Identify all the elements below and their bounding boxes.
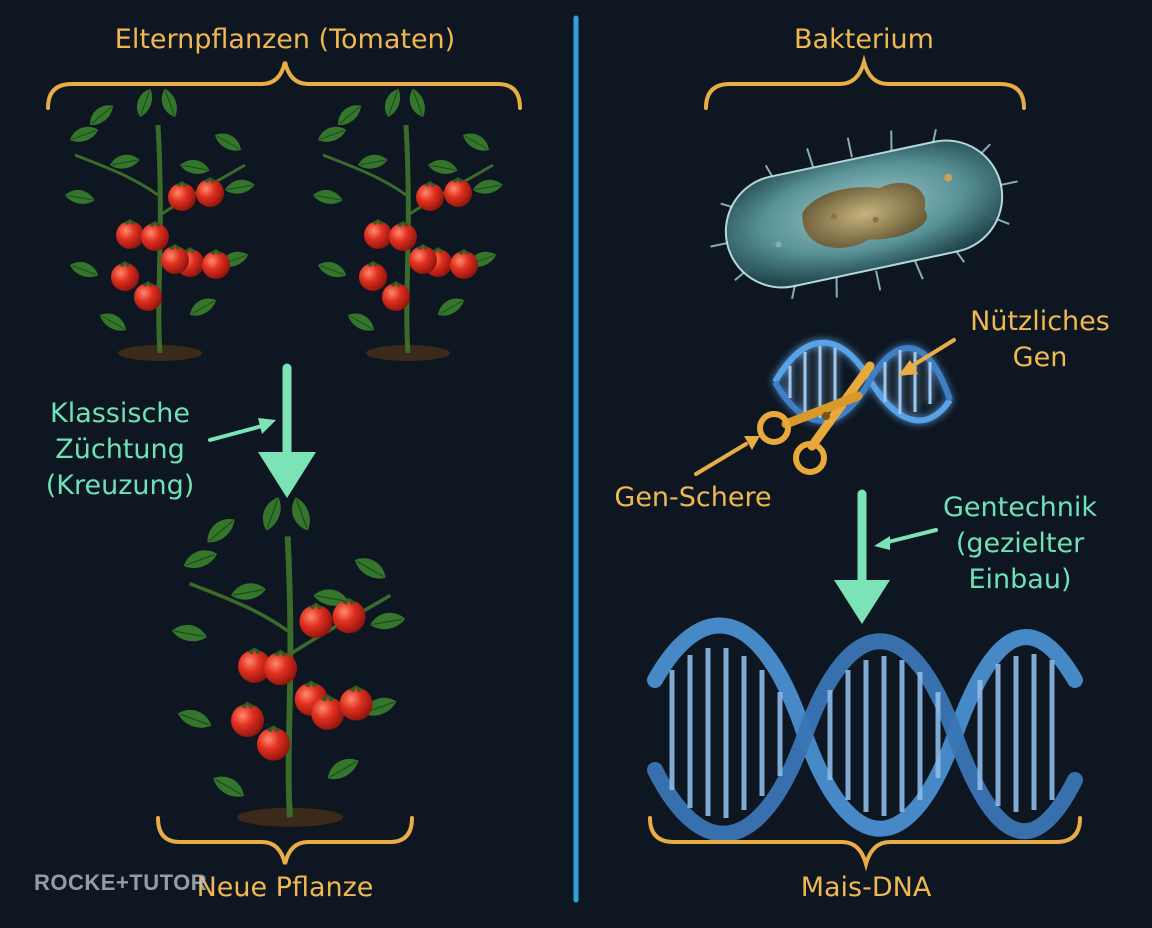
- engineering-pointer-arrow: [874, 528, 938, 550]
- offspring-label: Neue Pflanze: [196, 872, 374, 903]
- engineering-label-line: (gezielter: [955, 528, 1085, 559]
- breeding-label: Klassische Züchtung (Kreuzung): [20, 396, 220, 504]
- bacterium-brace: [704, 54, 1026, 110]
- down-arrow-icon: [834, 489, 890, 624]
- scissors-label: Gen-Schere: [614, 482, 772, 513]
- engineering-label-line: Gentechnik: [942, 492, 1098, 523]
- tomato-plant-icon: [170, 493, 407, 827]
- gene-pointer-arrow: [898, 338, 956, 376]
- scissors-pointer-arrow: [694, 436, 760, 476]
- dna-strand-icon: [647, 617, 1083, 842]
- target-label: Mais-DNA: [800, 872, 932, 903]
- gene-label: Nützliches Gen: [950, 304, 1130, 376]
- engineering-label: Gentechnik (gezielter Einbau): [920, 490, 1120, 598]
- watermark: ROCKE+TUTOR: [34, 870, 208, 895]
- gene-label-line: Gen: [1012, 342, 1068, 373]
- parents-brace: [46, 61, 522, 110]
- bacterium-label: Bakterium: [794, 24, 934, 55]
- breeding-label-line: (Kreuzung): [45, 470, 195, 501]
- gene-label-line: Nützliches: [970, 306, 1110, 337]
- tomato-plant-icon: [311, 85, 505, 361]
- bacterium-icon: [710, 128, 1018, 300]
- down-arrow-icon: [258, 363, 316, 498]
- breeding-pointer-arrow: [208, 418, 276, 442]
- target-brace: [648, 816, 1082, 872]
- engineering-label-line: Einbau): [968, 564, 1072, 595]
- breeding-label-line: Züchtung: [55, 434, 185, 465]
- offspring-brace: [156, 816, 414, 865]
- breeding-label-line: Klassische: [49, 398, 191, 429]
- scissors-icon: [757, 361, 875, 475]
- tomato-plant-icon: [63, 85, 257, 361]
- parents-label: Elternpflanzen (Tomaten): [114, 24, 456, 55]
